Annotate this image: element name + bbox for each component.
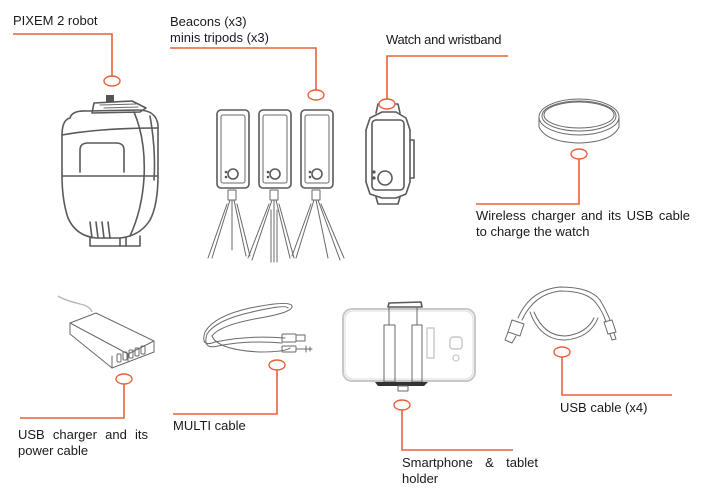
marker-usb-cable — [553, 346, 571, 358]
leader-watch — [386, 55, 508, 99]
beacon-tripod-icon — [207, 109, 345, 263]
label-wireless-charger: Wireless charger and its USB cable to ch… — [476, 208, 690, 239]
leader-lines — [13, 33, 672, 451]
leader-robot — [13, 33, 113, 76]
label-beacons: Beacons (x3) minis tripods (x3) — [170, 14, 269, 46]
marker-robot — [103, 75, 121, 87]
phone-holder-icon — [342, 301, 476, 392]
marker-holder — [393, 399, 411, 411]
usb-charger-icon — [57, 295, 155, 369]
watch-icon — [365, 103, 415, 205]
marker-wireless-charger — [570, 148, 588, 160]
label-watch: Watch and wristband — [386, 32, 502, 47]
label-robot: PIXEM 2 robot — [13, 13, 98, 28]
leader-holder — [401, 410, 513, 451]
label-holder: Smartphone & tablet holder — [402, 455, 538, 486]
label-beacons-line2: minis tripods (x3) — [170, 30, 269, 45]
wireless-charger-icon — [538, 98, 620, 144]
leader-usb-cable — [561, 357, 672, 396]
leader-multi-cable — [173, 370, 278, 415]
label-usb-cable: USB cable (x4) — [560, 400, 648, 415]
marker-usb-charger — [115, 373, 133, 385]
marker-watch — [378, 98, 396, 110]
marker-multi-cable — [268, 359, 286, 371]
leader-beacons — [170, 47, 317, 90]
label-beacons-line1: Beacons (x3) — [170, 14, 247, 29]
robot-icon — [61, 95, 159, 247]
label-usb-charger: USB charger and its power cable — [18, 427, 148, 458]
multi-cable-icon — [203, 302, 313, 353]
leader-wireless-charger — [476, 159, 580, 205]
marker-beacons — [307, 89, 325, 101]
leader-usb-charger — [20, 384, 125, 419]
usb-cable-icon — [504, 286, 617, 344]
label-multi-cable: MULTI cable — [173, 418, 246, 433]
